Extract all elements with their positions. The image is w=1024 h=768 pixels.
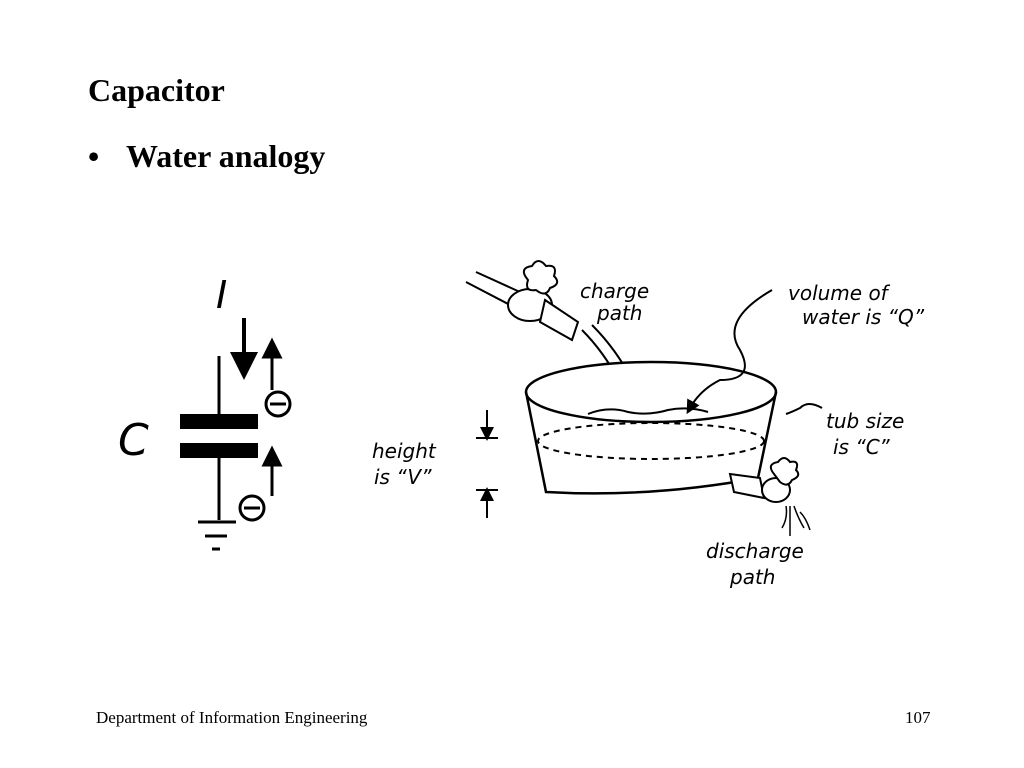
footer-department: Department of Information Engineering: [96, 708, 368, 727]
tub-size-label-line1: tub size: [826, 409, 904, 433]
upper-negative-charge-icon: [264, 390, 292, 418]
charge-spout: [538, 298, 580, 342]
volume-label-line2: water is “Q”: [802, 305, 925, 329]
volume-label-line1: volume of: [788, 281, 891, 305]
bullet-dot: •: [88, 138, 100, 174]
current-label: I: [216, 273, 227, 317]
water-tub-drawing: [465, 260, 823, 536]
lower-negative-charge-icon: [238, 494, 266, 522]
height-label-line2: is “V”: [374, 465, 432, 489]
bullet-point: • Water analogy: [88, 136, 325, 176]
volume-pointer: [686, 289, 773, 415]
page-number: 107: [905, 708, 931, 727]
charge-path-label-line1: charge: [580, 279, 649, 303]
tub-size-pointer: [785, 403, 823, 415]
discharge-path-label-line1: discharge: [706, 539, 804, 563]
tub-size-label-line2: is “C”: [833, 435, 890, 459]
charge-valve-handle-icon: [522, 260, 559, 295]
height-label-line1: height: [372, 439, 437, 463]
discharge-water: [781, 505, 811, 536]
charge-pipe-bottom: [475, 271, 521, 293]
tub-labels: charge path volume of water is “Q” tub s…: [372, 279, 925, 589]
capacitor-plate-top: [180, 414, 258, 429]
discharge-valve-handle-icon: [769, 457, 800, 486]
water-level-line: [537, 422, 765, 460]
charge-pipe-top: [465, 281, 513, 307]
capacitor-label: C: [118, 415, 149, 466]
capacitor-plate-bottom: [180, 443, 258, 458]
bullet-text: Water analogy: [126, 138, 326, 174]
discharge-path-label-line2: path: [729, 565, 775, 589]
capacitor-circuit-symbol: I C: [118, 273, 292, 551]
slide-title: Capacitor: [88, 72, 225, 108]
discharge-spout: [728, 472, 766, 500]
charge-path-label-line2: path: [596, 301, 642, 325]
